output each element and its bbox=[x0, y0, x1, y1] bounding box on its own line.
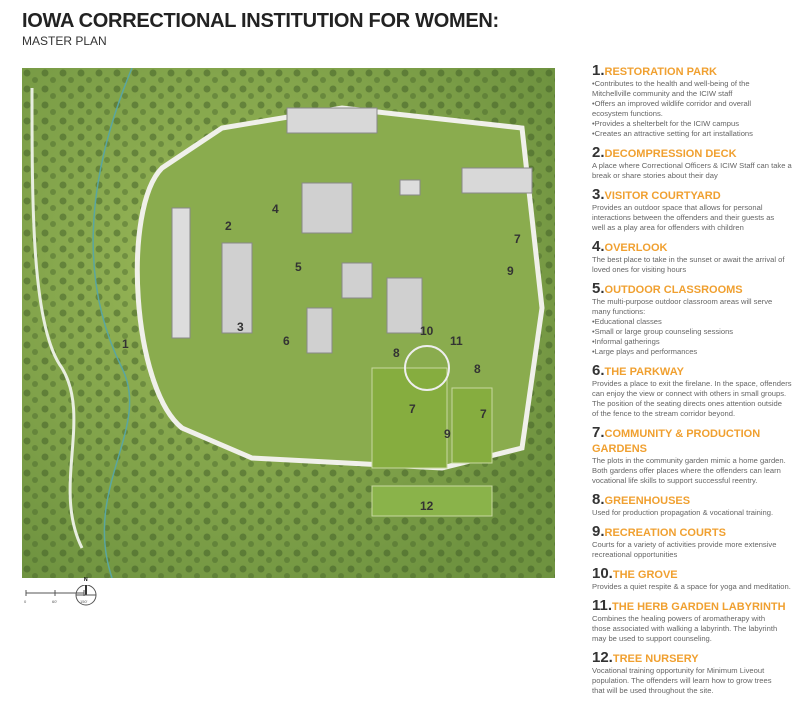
tree-nursery bbox=[371, 485, 493, 517]
legend-title: DECOMPRESSION DECK bbox=[604, 148, 737, 160]
legend-number: 11. bbox=[592, 597, 613, 614]
legend-item: 6.THE PARKWAY Provides a place to exit t… bbox=[592, 362, 797, 419]
legend-number: 1. bbox=[592, 62, 605, 79]
scale-and-north-arrow: 0 60' 150' bbox=[24, 585, 97, 606]
legend-title: OUTDOOR CLASSROOMS bbox=[604, 284, 743, 296]
legend-item: 7.COMMUNITY & PRODUCTION GARDENS The plo… bbox=[592, 424, 797, 486]
building bbox=[286, 107, 378, 134]
map-label: 4 bbox=[272, 202, 279, 216]
legend-description: Used for production propagation & vocati… bbox=[592, 508, 774, 517]
north-label: N bbox=[84, 577, 88, 583]
map-label: 5 bbox=[295, 260, 302, 274]
legend-title: TREE NURSERY bbox=[612, 653, 699, 665]
legend-number: 8. bbox=[592, 491, 605, 508]
map-label: 6 bbox=[283, 334, 290, 348]
legend-number: 2. bbox=[592, 144, 605, 161]
legend-number: 5. bbox=[592, 280, 605, 297]
legend-description: •Contributes to the health and well-bein… bbox=[592, 79, 753, 138]
map-label: 12 bbox=[420, 499, 434, 513]
map-label: 1 bbox=[122, 337, 129, 351]
legend-item: 3.VISITOR COURTYARD Provides an outdoor … bbox=[592, 186, 797, 233]
map-label: 9 bbox=[507, 264, 514, 278]
map-label: 3 bbox=[237, 320, 244, 334]
legend-description: Provides an outdoor space that allows fo… bbox=[592, 203, 775, 232]
labyrinth bbox=[404, 345, 450, 391]
map-label: 7 bbox=[480, 407, 487, 421]
map-labels: 1 2 3 4 5 6 7 7 7 8 8 9 9 10 11 12 bbox=[122, 202, 521, 513]
legend-title: COMMUNITY & PRODUCTION GARDENS bbox=[592, 428, 761, 455]
scale-label: 150' bbox=[80, 599, 88, 604]
legend-item: 10.THE GROVE Provides a quiet respite & … bbox=[592, 565, 797, 592]
legend-title: OVERLOOK bbox=[604, 242, 668, 254]
building bbox=[386, 277, 423, 334]
building bbox=[399, 179, 421, 196]
legend-title: THE GROVE bbox=[612, 569, 678, 581]
legend-title: RESTORATION PARK bbox=[604, 66, 717, 78]
map-label: 2 bbox=[225, 219, 232, 233]
building bbox=[221, 242, 253, 334]
legend-item: 1.RESTORATION PARK •Contributes to the h… bbox=[592, 62, 797, 139]
building bbox=[341, 262, 373, 299]
legend-number: 7. bbox=[592, 424, 605, 441]
scale-label: 0 bbox=[24, 599, 27, 604]
map-label: 7 bbox=[514, 232, 521, 246]
building bbox=[306, 307, 333, 354]
legend-description: The multi-purpose outdoor classroom area… bbox=[592, 297, 773, 356]
legend-item: 2.DECOMPRESSION DECK A place where Corre… bbox=[592, 144, 797, 181]
map-label: 11 bbox=[450, 334, 463, 348]
legend-description: Courts for a variety of activities provi… bbox=[592, 540, 777, 559]
garden bbox=[371, 367, 448, 469]
legend-description: Provides a place to exit the firelane. I… bbox=[592, 379, 792, 418]
legend-item: 9.RECREATION COURTS Courts for a variety… bbox=[592, 523, 797, 560]
legend-number: 4. bbox=[592, 238, 605, 255]
scale-label: 60' bbox=[52, 599, 57, 604]
legend-number: 9. bbox=[592, 523, 605, 540]
legend-item: 11.THE HERB GARDEN LABYRINTH Combines th… bbox=[592, 597, 797, 644]
garden bbox=[451, 387, 493, 464]
legend-title: GREENHOUSES bbox=[604, 495, 691, 507]
stream bbox=[92, 68, 133, 578]
legend-item: 8.GREENHOUSES Used for production propag… bbox=[592, 491, 797, 518]
legend-number: 6. bbox=[592, 362, 605, 379]
legend-number: 3. bbox=[592, 186, 605, 203]
building bbox=[301, 182, 353, 234]
legend-item: 5.OUTDOOR CLASSROOMS The multi-purpose o… bbox=[592, 280, 797, 357]
page-subtitle: MASTER PLAN bbox=[22, 34, 107, 48]
legend-number: 10. bbox=[592, 565, 613, 582]
legend-item: 4.OVERLOOK The best place to take in the… bbox=[592, 238, 797, 275]
legend-title: THE HERB GARDEN LABYRINTH bbox=[612, 601, 786, 613]
legend-description: A place where Correctional Officers & IC… bbox=[592, 161, 792, 180]
legend-panel: 1.RESTORATION PARK •Contributes to the h… bbox=[592, 62, 797, 703]
page-title: IOWA CORRECTIONAL INSTITUTION FOR WOMEN: bbox=[22, 10, 499, 32]
legend-title: THE PARKWAY bbox=[604, 366, 684, 378]
legend-description: Vocational training opportunity for Mini… bbox=[592, 666, 772, 695]
map-label: 7 bbox=[409, 402, 416, 416]
legend-description: Provides a quiet respite & a space for y… bbox=[592, 582, 791, 591]
legend-title: RECREATION COURTS bbox=[604, 527, 726, 539]
map-label: 8 bbox=[474, 362, 481, 376]
legend-item: 12.TREE NURSERY Vocational training oppo… bbox=[592, 649, 797, 696]
trail bbox=[30, 87, 84, 549]
legend-description: The best place to take in the sunset or … bbox=[592, 255, 785, 274]
site-plan-map: 1 2 3 4 5 6 7 7 7 8 8 9 9 10 11 12 bbox=[22, 68, 555, 578]
north-arrow-icon bbox=[75, 585, 97, 606]
legend-description: The plots in the community garden mimic … bbox=[592, 456, 786, 485]
building bbox=[171, 207, 191, 339]
legend-number: 12. bbox=[592, 649, 613, 666]
legend-title: VISITOR COURTYARD bbox=[604, 190, 721, 202]
map-label: 9 bbox=[444, 427, 451, 441]
map-label: 10 bbox=[420, 324, 434, 338]
map-label: 8 bbox=[393, 346, 400, 360]
building bbox=[461, 167, 533, 194]
legend-description: Combines the healing powers of aromather… bbox=[592, 614, 778, 643]
